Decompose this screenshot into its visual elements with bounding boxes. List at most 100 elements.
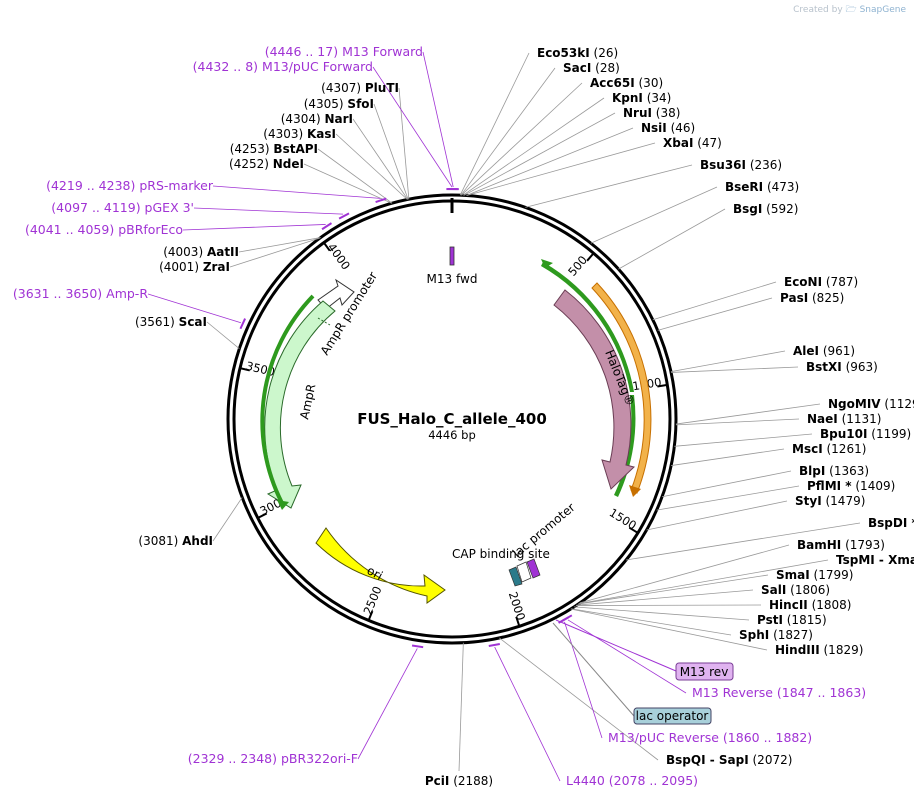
primer-name: M13/pUC Reverse: [608, 730, 719, 745]
ampr-orf-green-arc: [260, 294, 315, 504]
site-zrai[interactable]: (4001) ZraI: [159, 260, 230, 274]
plasmid-length: 4446 bp: [428, 428, 476, 442]
primer-prs-marker[interactable]: (4219 .. 4238) pRS-marker: [46, 178, 214, 193]
site-pasi[interactable]: PasI (825): [780, 291, 844, 305]
site-name: Eco53kI: [537, 46, 590, 60]
site-bpu10i[interactable]: Bpu10I (1199): [820, 427, 911, 441]
site-aatii[interactable]: (4003) AatII: [163, 245, 239, 259]
site-position: (4303): [263, 127, 307, 141]
tick-label: 1500: [607, 505, 639, 532]
site-bstxi[interactable]: BstXI (963): [806, 360, 878, 374]
site-nari[interactable]: (4304) NarI: [281, 112, 353, 126]
site-position: (1199): [867, 427, 911, 441]
site-scai[interactable]: (3561) ScaI: [135, 315, 207, 329]
site-msci[interactable]: MscI (1261): [792, 442, 866, 456]
site-name: AatII: [207, 245, 239, 259]
primer-amp-r[interactable]: (3631 .. 3650) Amp-R: [13, 286, 148, 301]
site-leader-eco53ki: [459, 52, 530, 196]
site-sali[interactable]: SalI (1806): [761, 583, 830, 597]
primer-pbr322ori-f[interactable]: (2329 .. 2348) pBR322ori-F: [188, 751, 358, 766]
primer-range: (2078 .. 2095): [605, 773, 698, 788]
primer-name: M13 Reverse: [692, 685, 773, 700]
site-position: (1131): [838, 412, 882, 426]
site-acc65i[interactable]: Acc65I (30): [590, 76, 663, 90]
ampr-feature: [264, 300, 336, 509]
site-pluti[interactable]: (4307) PluTI: [321, 81, 399, 95]
site-leader-psti: [573, 606, 750, 621]
site-leader-sali: [576, 589, 754, 606]
site-bseri[interactable]: BseRI (473): [725, 180, 799, 194]
site-bstapi[interactable]: (4253) BstAPI: [230, 142, 318, 156]
primer-name: Amp-R: [106, 286, 148, 301]
site-nrui[interactable]: NruI (38): [623, 106, 680, 120]
site-ahdi[interactable]: (3081) AhdI: [138, 534, 213, 548]
site-position: (34): [643, 91, 671, 105]
site-bspdi-clai[interactable]: BspDI * - ClaI * (1594): [868, 516, 914, 530]
site-position: (3561): [135, 315, 179, 329]
site-name: NgoMIV: [828, 397, 881, 411]
site-name: EcoNI: [784, 275, 822, 289]
site-name: Acc65I: [590, 76, 635, 90]
site-name: AhdI: [182, 534, 213, 548]
site-naei[interactable]: NaeI (1131): [807, 412, 881, 426]
site-psti[interactable]: PstI (1815): [757, 613, 827, 627]
site-styi[interactable]: StyI (1479): [795, 494, 865, 508]
site-ndei[interactable]: (4252) NdeI: [229, 157, 304, 171]
site-saci[interactable]: SacI (28): [563, 61, 620, 75]
site-position: (30): [635, 76, 663, 90]
site-alei[interactable]: AleI (961): [793, 344, 855, 358]
primer-pbrforeco[interactable]: (4041 .. 4059) pBRforEco: [25, 222, 183, 237]
site-name: Bpu10I: [820, 427, 867, 441]
site-position: (26): [590, 46, 618, 60]
site-tspmi-xmai[interactable]: TspMI - XmaI (1797): [836, 553, 914, 567]
site-bamhi[interactable]: BamHI (1793): [797, 538, 885, 552]
site-xbai[interactable]: XbaI (47): [663, 136, 722, 150]
credit-prefix: Created by: [793, 5, 843, 15]
m13-fwd-label: M13 fwd: [427, 272, 478, 286]
site-hincii[interactable]: HincII (1808): [769, 598, 851, 612]
site-position: (1808): [808, 598, 852, 612]
site-ngomiv[interactable]: NgoMIV (1129): [828, 397, 914, 411]
site-position: (1261): [823, 442, 867, 456]
site-blpi[interactable]: BlpI (1363): [799, 464, 869, 478]
site-position: (787): [822, 275, 858, 289]
site-name: XbaI: [663, 136, 693, 150]
site-name: BspQI - SapI: [666, 753, 749, 767]
primer-m13-puc-forward[interactable]: (4432 .. 8) M13/pUC Forward: [193, 59, 373, 74]
site-bsu36i[interactable]: Bsu36I (236): [700, 158, 782, 172]
primer-l4440[interactable]: L4440 (2078 .. 2095): [566, 773, 698, 788]
site-econi[interactable]: EcoNI (787): [784, 275, 858, 289]
site-hindiii[interactable]: HindIII (1829): [775, 643, 863, 657]
primer-m13-puc-reverse[interactable]: M13/pUC Reverse (1860 .. 1882): [608, 730, 812, 745]
site-kasi[interactable]: (4303) KasI: [263, 127, 336, 141]
m13-rev-callout: M13 rev: [555, 619, 734, 681]
primer-m13-forward[interactable]: (4446 .. 17) M13 Forward: [265, 44, 423, 59]
site-position: (46): [667, 121, 695, 135]
site-position: (1479): [822, 494, 866, 508]
primer-pgex-3[interactable]: (4097 .. 4119) pGEX 3': [51, 200, 194, 215]
site-position: (961): [819, 344, 855, 358]
cap-binding-site-feature: [508, 566, 523, 587]
site-leader-sfoi: [373, 103, 409, 200]
site-name: BsgI: [733, 202, 762, 216]
site-name: BseRI: [725, 180, 763, 194]
site-eco53ki[interactable]: Eco53kI (26): [537, 46, 618, 60]
site-leader-acc65i: [461, 82, 583, 196]
primer-leader-prs-marker: [212, 185, 381, 199]
primer-range: (3631 .. 3650): [13, 286, 106, 301]
site-sfoi[interactable]: (4305) SfoI: [304, 97, 374, 111]
site-sphi[interactable]: SphI (1827): [739, 628, 813, 642]
site-nsii[interactable]: NsiI (46): [641, 121, 695, 135]
site-bspqi-sapi[interactable]: BspQI - SapI (2072): [666, 753, 792, 767]
site-pcii[interactable]: PciI (2188): [425, 774, 493, 788]
primer-range: (4041 .. 4059): [25, 222, 118, 237]
site-bsgi[interactable]: BsgI (592): [733, 202, 798, 216]
site-leader-pflmi: [656, 485, 800, 511]
primer-m13-reverse[interactable]: M13 Reverse (1847 .. 1863): [692, 685, 866, 700]
site-pflmi[interactable]: PflMI * (1409): [807, 479, 895, 493]
site-kpni[interactable]: KpnI (34): [612, 91, 671, 105]
site-position: (4307): [321, 81, 365, 95]
site-position: (2188): [449, 774, 493, 788]
site-smai[interactable]: SmaI (1799): [776, 568, 853, 582]
